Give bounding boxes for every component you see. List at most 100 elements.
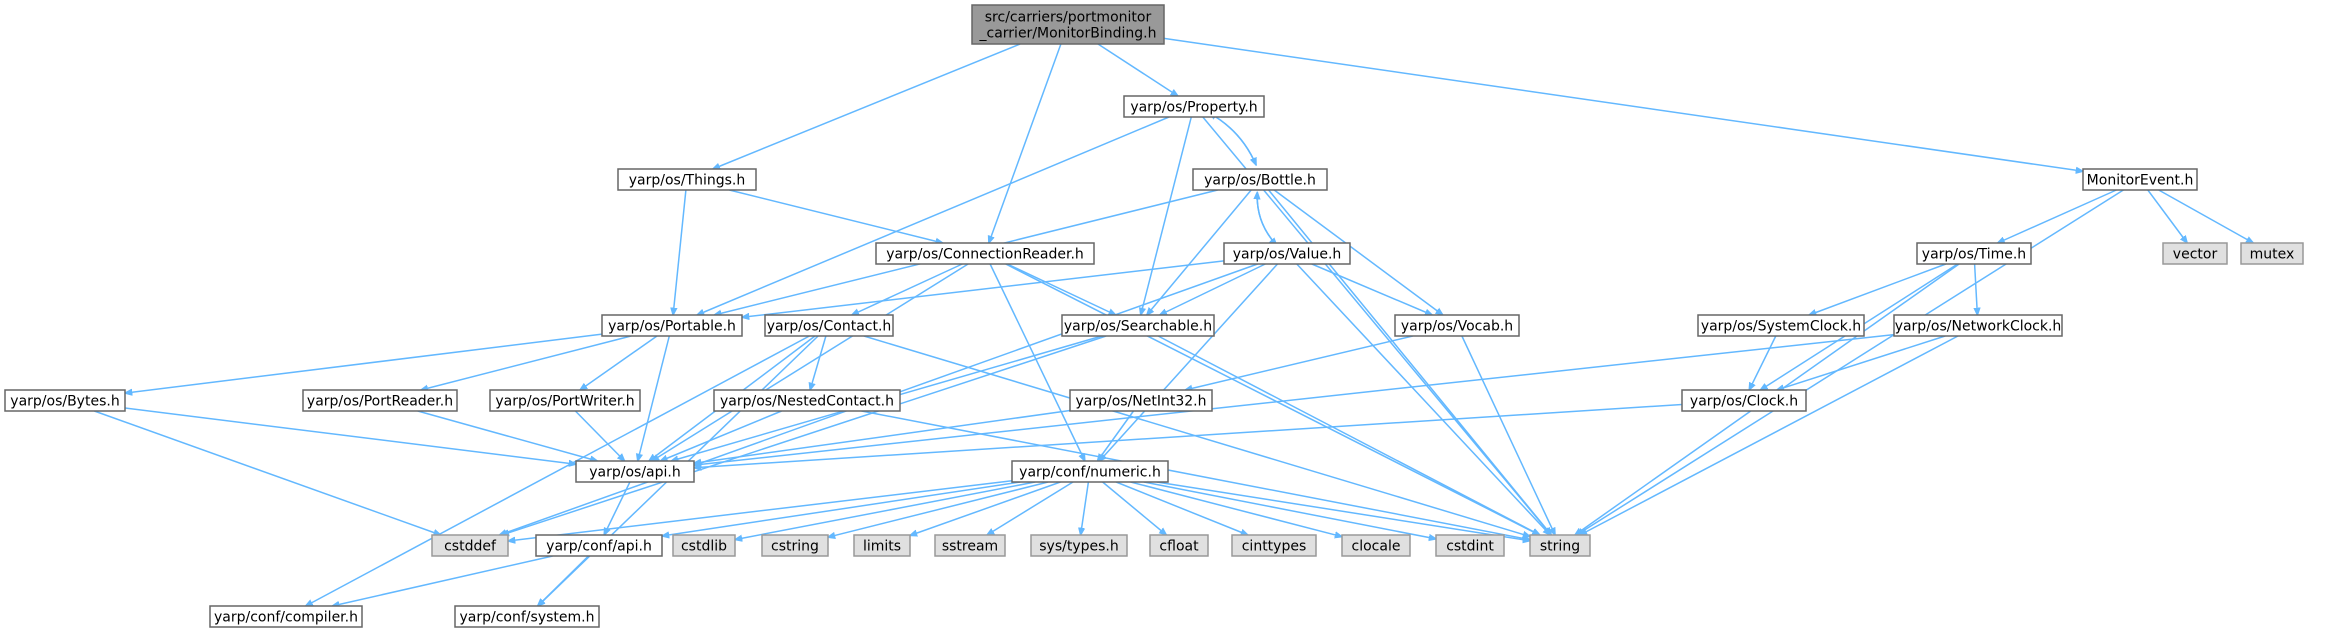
node-sstream: sstream bbox=[934, 534, 1006, 557]
edge-bottle-to-vocab bbox=[1273, 189, 1443, 315]
node-label-property: yarp/os/Property.h bbox=[1130, 100, 1257, 116]
node-api[interactable]: yarp/os/api.h bbox=[575, 460, 695, 483]
node-cstddef: cstddef bbox=[431, 534, 509, 557]
node-box-portreader bbox=[302, 389, 458, 412]
node-box-portwriter bbox=[489, 389, 641, 412]
node-searchable[interactable]: yarp/os/Searchable.h bbox=[1061, 314, 1215, 337]
edge-root-to-things bbox=[713, 43, 1021, 169]
edge-value-to-string bbox=[1296, 263, 1550, 535]
node-label-cinttypes: cinttypes bbox=[1242, 539, 1307, 555]
node-vocab[interactable]: yarp/os/Vocab.h bbox=[1394, 314, 1520, 337]
node-label-systemclock: yarp/os/SystemClock.h bbox=[1701, 319, 1861, 335]
node-mutex: mutex bbox=[2240, 242, 2304, 265]
node-bytes[interactable]: yarp/os/Bytes.h bbox=[4, 389, 126, 412]
edge-root-to-property bbox=[1097, 43, 1178, 96]
node-label-clocale: clocale bbox=[1352, 539, 1401, 555]
edge-nestedcontact-to-string bbox=[861, 410, 1531, 540]
node-things[interactable]: yarp/os/Things.h bbox=[617, 168, 757, 191]
node-numeric[interactable]: yarp/conf/numeric.h bbox=[1011, 460, 1169, 483]
node-bottle[interactable]: yarp/os/Bottle.h bbox=[1192, 168, 1328, 191]
edge-numeric-to-cstdint bbox=[1143, 481, 1436, 539]
node-box-contact bbox=[764, 314, 894, 337]
node-box-cstddef bbox=[431, 534, 509, 557]
node-label-system: yarp/conf/system.h bbox=[460, 610, 595, 626]
node-box-cfloat bbox=[1149, 534, 1209, 557]
node-cinttypes: cinttypes bbox=[1231, 534, 1317, 557]
node-compiler[interactable]: yarp/conf/compiler.h bbox=[209, 605, 363, 628]
node-box-bytes bbox=[4, 389, 126, 412]
node-cstdlib: cstdlib bbox=[672, 534, 736, 557]
node-box-clock bbox=[1681, 389, 1807, 412]
node-property[interactable]: yarp/os/Property.h bbox=[1123, 95, 1265, 118]
node-monitorevent[interactable]: MonitorEvent.h bbox=[2082, 168, 2198, 191]
edge-monitorevent-to-mutex bbox=[2158, 189, 2254, 243]
edge-connreader-to-api bbox=[652, 263, 969, 461]
node-connreader[interactable]: yarp/os/ConnectionReader.h bbox=[875, 242, 1095, 265]
node-limits: limits bbox=[853, 534, 911, 557]
node-systemclock[interactable]: yarp/os/SystemClock.h bbox=[1697, 314, 1865, 337]
edge-contact-to-compiler bbox=[306, 335, 810, 606]
node-label-monitorevent: MonitorEvent.h bbox=[2087, 173, 2194, 189]
node-box-systemclock bbox=[1697, 314, 1865, 337]
edge-property-to-searchable bbox=[1141, 116, 1193, 315]
node-portwriter[interactable]: yarp/os/PortWriter.h bbox=[489, 389, 641, 412]
node-label-cfloat: cfloat bbox=[1159, 539, 1199, 555]
node-contact[interactable]: yarp/os/Contact.h bbox=[764, 314, 894, 337]
node-box-root bbox=[971, 4, 1165, 45]
node-box-cstdlib bbox=[672, 534, 736, 557]
edge-systemclock-to-clock bbox=[1749, 335, 1777, 390]
node-label-portable: yarp/os/Portable.h bbox=[608, 319, 736, 335]
node-label-sstream: sstream bbox=[942, 539, 998, 555]
edge-value-to-searchable bbox=[1160, 263, 1266, 315]
node-root[interactable]: src/carriers/portmonitor_carrier/Monitor… bbox=[971, 4, 1165, 45]
node-box-clocale bbox=[1341, 534, 1411, 557]
edge-connreader-to-string bbox=[1005, 263, 1540, 535]
edge-api-to-confapi bbox=[604, 481, 631, 535]
node-confapi[interactable]: yarp/conf/api.h bbox=[535, 534, 663, 557]
edge-value-to-portable bbox=[742, 260, 1225, 317]
node-label-cstdlib: cstdlib bbox=[681, 539, 727, 555]
node-netint32[interactable]: yarp/os/NetInt32.h bbox=[1069, 389, 1213, 412]
node-box-cstdint bbox=[1435, 534, 1505, 557]
node-box-netint32 bbox=[1069, 389, 1213, 412]
node-label-vector: vector bbox=[2173, 247, 2218, 263]
edge-bottle-to-string bbox=[1268, 189, 1552, 535]
edge-bottle-to-searchable bbox=[1147, 189, 1252, 315]
node-label-limits: limits bbox=[863, 539, 901, 555]
node-box-time bbox=[1916, 242, 2032, 265]
node-box-systypes bbox=[1030, 534, 1128, 557]
node-clock[interactable]: yarp/os/Clock.h bbox=[1681, 389, 1807, 412]
edge-searchable-to-cstddef bbox=[502, 335, 1107, 535]
node-label-bytes: yarp/os/Bytes.h bbox=[10, 394, 119, 410]
edge-numeric-to-cstring bbox=[828, 481, 1049, 537]
node-cstdint: cstdint bbox=[1435, 534, 1505, 557]
node-value[interactable]: yarp/os/Value.h bbox=[1223, 242, 1351, 265]
edge-numeric-to-cstdlib bbox=[735, 481, 1036, 540]
nodes-layer: src/carriers/portmonitor_carrier/Monitor… bbox=[4, 4, 2304, 628]
node-box-monitorevent bbox=[2082, 168, 2198, 191]
node-cstring: cstring bbox=[761, 534, 829, 557]
node-box-value bbox=[1223, 242, 1351, 265]
node-label-mutex: mutex bbox=[2250, 247, 2295, 263]
node-label-clock: yarp/os/Clock.h bbox=[1690, 394, 1798, 410]
node-label-connreader: yarp/os/ConnectionReader.h bbox=[886, 247, 1084, 263]
node-box-nestedcontact bbox=[713, 389, 901, 412]
node-box-sstream bbox=[934, 534, 1006, 557]
node-portreader[interactable]: yarp/os/PortReader.h bbox=[302, 389, 458, 412]
node-label-time: yarp/os/Time.h bbox=[1922, 247, 2026, 263]
node-time[interactable]: yarp/os/Time.h bbox=[1916, 242, 2032, 265]
edge-root-to-connreader bbox=[989, 43, 1062, 243]
node-portable[interactable]: yarp/os/Portable.h bbox=[601, 314, 743, 337]
node-label-contact: yarp/os/Contact.h bbox=[767, 319, 892, 335]
node-box-vocab bbox=[1394, 314, 1520, 337]
node-system[interactable]: yarp/conf/system.h bbox=[454, 605, 600, 628]
node-networkclock[interactable]: yarp/os/NetworkClock.h bbox=[1893, 314, 2063, 337]
edge-vocab-to-string bbox=[1461, 335, 1555, 535]
node-box-numeric bbox=[1011, 460, 1169, 483]
node-label-root: src/carriers/portmonitor bbox=[985, 10, 1152, 26]
edge-portable-to-portreader bbox=[421, 335, 632, 390]
node-nestedcontact[interactable]: yarp/os/NestedContact.h bbox=[713, 389, 901, 412]
node-string: string bbox=[1529, 534, 1591, 557]
edges-layer bbox=[94, 37, 2254, 606]
